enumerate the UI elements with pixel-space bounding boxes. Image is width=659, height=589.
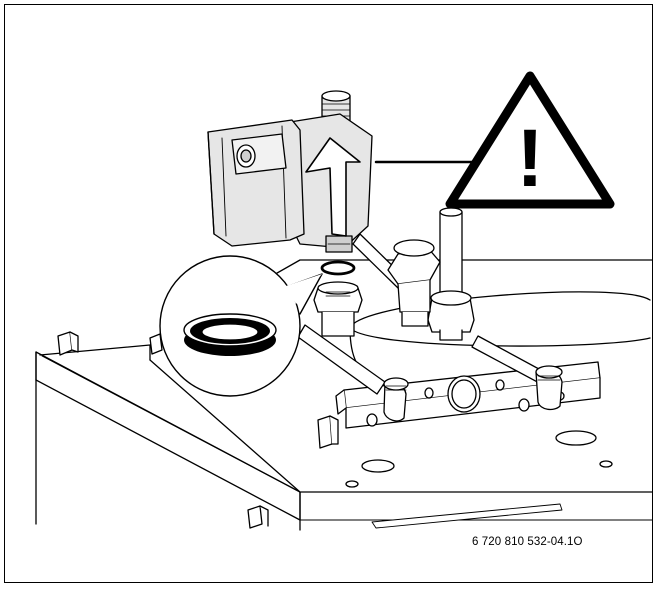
pump-connector-nut	[313, 281, 363, 337]
valve-fitting	[387, 239, 441, 327]
warning-exclamation: !	[516, 113, 543, 204]
elbow-fittings	[383, 365, 563, 422]
casing-tabs	[57, 331, 339, 529]
figure-code: 6 720 810 532-04.1O	[472, 536, 583, 548]
lift-direction-arrow	[305, 137, 361, 237]
circulation-pump	[207, 90, 373, 253]
sealing-ring-small	[320, 260, 356, 276]
warning-triangle-icon	[445, 71, 615, 209]
plate-holes	[345, 430, 613, 488]
seal-detail-callout	[159, 255, 323, 397]
heat-exchanger	[349, 291, 651, 379]
